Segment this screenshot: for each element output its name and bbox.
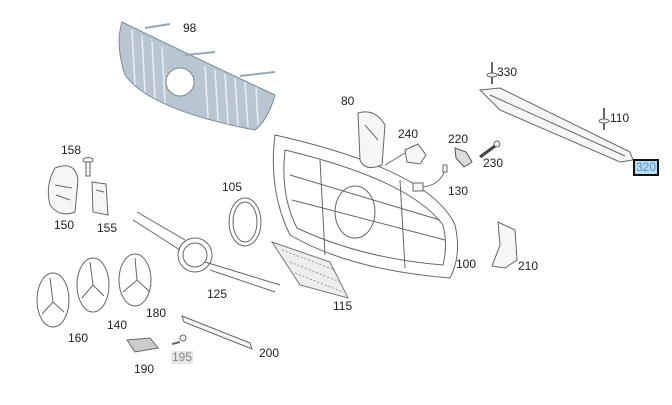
part-130-sensor-cable[interactable] [412,164,448,192]
part-230-bolt[interactable] [479,140,501,159]
part-98-grille[interactable] [118,21,276,131]
part-label-140[interactable]: 140 [107,318,128,332]
part-80-bracket[interactable] [357,111,386,169]
part-label-115[interactable]: 115 [333,299,353,313]
part-220-sensor[interactable] [454,147,473,168]
part-label-240[interactable]: 240 [398,127,419,141]
part-label-130[interactable]: 130 [448,184,469,198]
part-label-210[interactable]: 210 [518,259,539,273]
part-125-trim[interactable] [132,211,281,293]
part-label-160[interactable]: 160 [68,331,89,345]
part-label-155[interactable]: 155 [97,221,118,235]
part-label-220[interactable]: 220 [448,132,469,146]
part-140-ring[interactable] [76,257,110,313]
part-label-98[interactable]: 98 [183,21,197,35]
part-label-200[interactable]: 200 [259,346,280,360]
part-label-100[interactable]: 100 [456,257,477,271]
part-330-clip[interactable] [486,62,498,84]
part-label-125[interactable]: 125 [207,287,228,301]
part-label-195-dimmed[interactable]: 195 [171,350,194,364]
part-180-emblem[interactable] [118,253,152,307]
part-240-cover[interactable] [404,143,427,165]
part-200-strip[interactable] [181,315,253,350]
part-320-cover-strip[interactable] [478,87,634,163]
part-195-screw[interactable] [171,334,187,345]
part-label-320-selected[interactable]: 320 [632,159,660,176]
part-158-screw[interactable] [82,157,94,177]
part-label-230[interactable]: 230 [483,156,504,170]
part-100-grille-frame[interactable] [272,134,459,279]
part-210-bracket[interactable] [491,221,518,269]
part-label-150[interactable]: 150 [54,218,75,232]
part-label-105[interactable]: 105 [222,180,243,194]
part-label-330[interactable]: 330 [497,65,518,79]
part-label-180[interactable]: 180 [146,306,167,320]
part-160-star[interactable] [36,272,70,328]
part-115-mesh-grille[interactable] [270,241,349,299]
part-155-bracket[interactable] [91,181,109,216]
part-label-80[interactable]: 80 [341,94,355,108]
part-190-module[interactable] [126,337,159,353]
part-label-110[interactable]: 110 [610,111,630,125]
part-label-190[interactable]: 190 [134,362,155,376]
part-105-ring[interactable] [228,197,262,247]
part-label-158[interactable]: 158 [61,143,82,157]
part-110-clip[interactable] [598,108,610,130]
part-150-holder[interactable] [47,165,79,215]
